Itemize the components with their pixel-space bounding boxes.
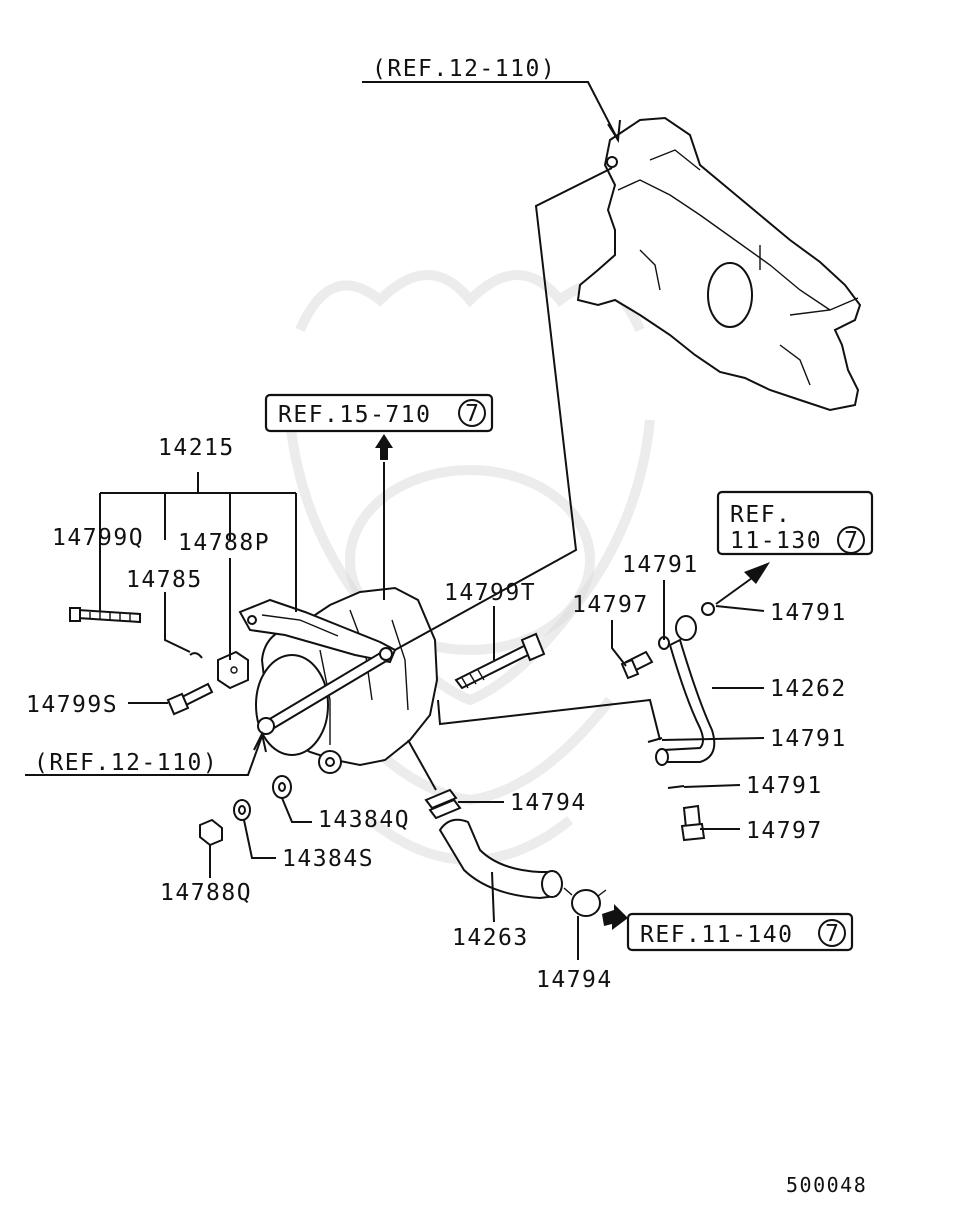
part-label-14791-b[interactable]: 14791 xyxy=(770,600,847,626)
ref-11-140-label: REF.11-140 xyxy=(640,922,793,948)
ref-12-110-left-label[interactable]: (REF.12-110) xyxy=(34,750,218,776)
bolt-14799T-part xyxy=(454,632,546,690)
bolt-14799Q-part xyxy=(69,607,141,624)
part-label-14791-a[interactable]: 14791 xyxy=(622,552,699,578)
clamp-14794-upper-part xyxy=(424,788,462,820)
ref-11-130-label-line1: REF. xyxy=(730,502,791,528)
part-label-14799T[interactable]: 14799T xyxy=(444,580,536,606)
watermark-emblem xyxy=(285,270,655,865)
gasket-14791-b-part xyxy=(701,602,715,616)
ref-11-140-page-circle: 7 xyxy=(825,921,839,947)
part-label-14263[interactable]: 14263 xyxy=(452,925,529,951)
arrow-ref-11-130 xyxy=(715,562,770,605)
leader-lines xyxy=(25,81,765,960)
clip-14785-part xyxy=(189,652,203,659)
part-label-14788P[interactable]: 14788P xyxy=(178,530,270,556)
nut-14788P-part xyxy=(217,650,249,690)
ref-12-110-top-label[interactable]: (REF.12-110) xyxy=(372,56,556,82)
bolt-14799S-part xyxy=(166,682,214,716)
diagram-id: 500048 xyxy=(786,1173,867,1197)
bolt-14797-b-part xyxy=(680,804,706,842)
timing-cover-part xyxy=(576,116,862,412)
nut-14384S-part xyxy=(233,799,251,821)
part-label-14797-b[interactable]: 14797 xyxy=(746,818,823,844)
part-label-14791-d[interactable]: 14791 xyxy=(746,773,823,799)
part-label-14791-c[interactable]: 14791 xyxy=(770,726,847,752)
through-bolt-part xyxy=(257,647,393,735)
clamp-14794-lower-part xyxy=(563,887,607,917)
ref-11-130-label-line2: 11-130 xyxy=(730,528,822,554)
part-label-14215[interactable]: 14215 xyxy=(158,435,235,461)
ref-11-140-box[interactable]: REF.11-140 7 xyxy=(626,912,854,952)
ref-11-130-page-circle: 7 xyxy=(844,528,858,554)
part-label-14262[interactable]: 14262 xyxy=(770,676,847,702)
part-label-14794-b[interactable]: 14794 xyxy=(536,967,613,993)
part-label-14799Q[interactable]: 14799Q xyxy=(52,525,144,551)
part-label-14797-a[interactable]: 14797 xyxy=(572,592,649,618)
ref-15-710-label: REF.15-710 xyxy=(278,402,431,428)
part-label-14384Q[interactable]: 14384Q xyxy=(318,807,410,833)
arrow-up-ref-15-710 xyxy=(375,434,393,460)
hose-14263-part xyxy=(438,818,563,900)
pipe-14262-part xyxy=(655,615,716,766)
ref-15-710-box[interactable]: REF.15-710 7 xyxy=(264,393,494,433)
ref-11-130-box[interactable]: REF. 11-130 7 xyxy=(716,490,874,556)
part-label-14384S[interactable]: 14384S xyxy=(282,846,374,872)
arrow-ref-11-140 xyxy=(602,904,628,930)
part-label-14788Q[interactable]: 14788Q xyxy=(160,880,252,906)
washer-14384Q-part xyxy=(272,775,292,799)
ref-15-710-page-circle: 7 xyxy=(465,401,479,427)
part-label-14799S[interactable]: 14799S xyxy=(26,692,118,718)
bolt-14797-a-part xyxy=(620,650,654,680)
part-labels: 14215 14799Q 14788P 14785 14799S 14799T … xyxy=(26,435,847,993)
collar-14788Q-part xyxy=(199,818,223,847)
part-label-14794-a[interactable]: 14794 xyxy=(510,790,587,816)
gasket-14791-d-part xyxy=(667,785,685,789)
part-label-14785[interactable]: 14785 xyxy=(126,567,203,593)
